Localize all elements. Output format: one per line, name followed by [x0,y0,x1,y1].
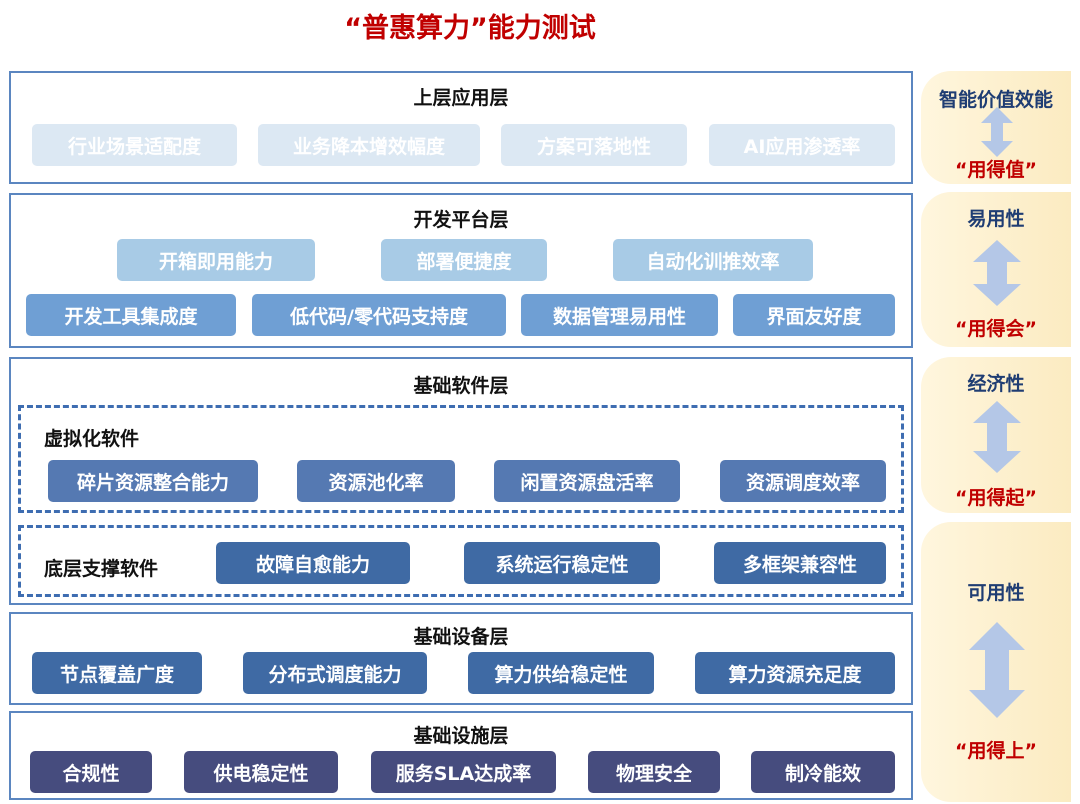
group-title: 底层支撑软件 [44,558,159,580]
double-arrow-icon [981,107,1013,157]
metric-chip: 业务降本增效幅度 [258,124,480,166]
metric-chip: 部署便捷度 [381,239,547,281]
metric-chip: AI应用渗透率 [709,124,895,166]
metric-chip: 多框架兼容性 [714,542,886,584]
metric-chip: 低代码/零代码支持度 [252,294,506,336]
side-panel-economy: 经济性 “用得起” [921,357,1071,513]
layer-title: 开发平台层 [413,209,509,231]
metric-chip: 界面友好度 [733,294,895,336]
layer-title: 上层应用层 [413,87,509,109]
metric-chip: 行业场景适配度 [32,124,237,166]
side-quote: “用得会” [955,318,1037,340]
side-panel-usability: 易用性 “用得会” [921,192,1071,347]
page-title: “普惠算力”能力测试 [344,13,596,44]
layer-title: 基础设备层 [413,626,509,648]
side-label: 易用性 [967,208,1025,230]
layer-title: 基础设施层 [413,725,509,747]
double-arrow-icon [973,401,1021,473]
metric-chip: 系统运行稳定性 [464,542,660,584]
side-panel-availability: 可用性 “用得上” [921,522,1071,802]
metric-chip: 方案可落地性 [501,124,687,166]
metric-chip: 节点覆盖广度 [32,652,202,694]
metric-chip: 碎片资源整合能力 [48,460,258,502]
virtualization-group: 虚拟化软件 碎片资源整合能力 资源池化率 闲置资源盘活率 资源调度效率 [18,405,904,513]
group-title: 虚拟化软件 [44,428,140,450]
metric-chip: 分布式调度能力 [243,652,427,694]
side-panel-value: 智能价值效能 “用得值” [921,71,1071,184]
metric-chip: 开箱即用能力 [117,239,315,281]
metric-chip: 合规性 [30,751,152,793]
layer-dev-platform: 开发平台层 开箱即用能力 部署便捷度 自动化训推效率 开发工具集成度 低代码/零… [9,193,913,348]
side-label: 可用性 [967,582,1025,604]
metric-chip: 资源池化率 [297,460,455,502]
side-label: 智能价值效能 [938,89,1053,111]
support-software-group: 底层支撑软件 故障自愈能力 系统运行稳定性 多框架兼容性 [18,525,904,597]
metric-chip: 供电稳定性 [184,751,338,793]
layer-basic-facility: 基础设施层 合规性 供电稳定性 服务SLA达成率 物理安全 制冷能效 [9,711,913,800]
metric-chip: 故障自愈能力 [216,542,410,584]
metric-chip: 开发工具集成度 [26,294,236,336]
double-arrow-icon [969,622,1025,718]
layer-title: 基础软件层 [413,375,509,397]
metric-chip: 数据管理易用性 [521,294,718,336]
layer-basic-device: 基础设备层 节点覆盖广度 分布式调度能力 算力供给稳定性 算力资源充足度 [9,612,913,705]
layer-basic-software: 基础软件层 虚拟化软件 碎片资源整合能力 资源池化率 闲置资源盘活率 资源调度效… [9,357,913,605]
side-quote: “用得上” [955,740,1037,762]
metric-chip: 物理安全 [588,751,720,793]
metric-chip: 算力供给稳定性 [468,652,654,694]
metric-chip: 制冷能效 [751,751,895,793]
side-label: 经济性 [967,373,1025,395]
layer-upper-application: 上层应用层 行业场景适配度 业务降本增效幅度 方案可落地性 AI应用渗透率 [9,71,913,184]
side-quote: “用得值” [955,159,1037,181]
metric-chip: 闲置资源盘活率 [494,460,680,502]
double-arrow-icon [973,240,1021,306]
side-quote: “用得起” [955,487,1037,509]
metric-chip: 服务SLA达成率 [371,751,556,793]
metric-chip: 自动化训推效率 [613,239,813,281]
metric-chip: 算力资源充足度 [695,652,895,694]
metric-chip: 资源调度效率 [720,460,886,502]
